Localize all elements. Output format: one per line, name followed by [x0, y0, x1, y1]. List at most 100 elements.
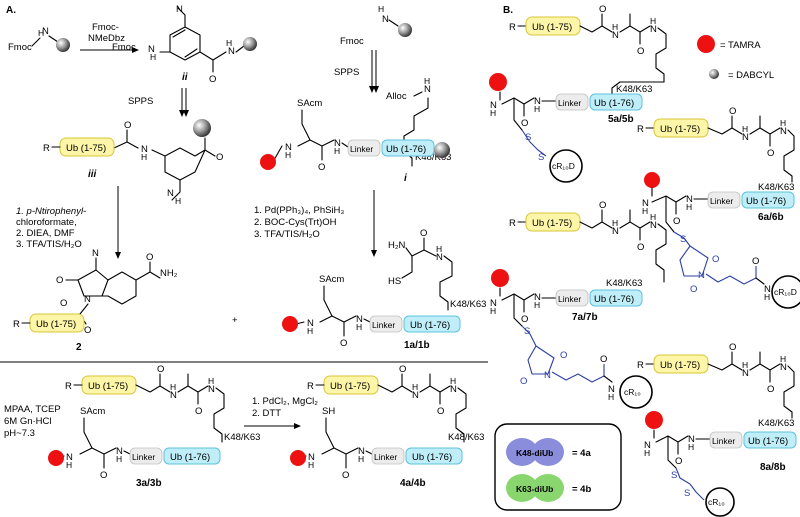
svg-text:Ub (1-75): Ub (1-75): [36, 319, 76, 330]
svg-text:H: H: [141, 152, 147, 162]
svg-text:Linker: Linker: [132, 452, 155, 462]
svg-text:H: H: [612, 218, 618, 228]
svg-text:Fmoc: Fmoc: [340, 36, 364, 47]
svg-text:O: O: [124, 120, 131, 131]
svg-text:H: H: [308, 460, 314, 470]
compound-2-structure: N O N O NH₂ O O Ub (1-75) R 2: [13, 248, 178, 353]
compound-6-label: 6a/6b: [758, 212, 784, 223]
linker-box: [347, 139, 381, 157]
svg-text:H: H: [436, 244, 442, 254]
svg-text:N: N: [698, 270, 705, 281]
svg-text:N: N: [544, 370, 551, 381]
tamra-dot: [644, 172, 660, 188]
svg-text:Linker: Linker: [712, 436, 735, 446]
svg-text:Fmoc: Fmoc: [8, 42, 32, 53]
ub76-box: [589, 289, 643, 307]
svg-text:R: R: [13, 319, 20, 330]
cr10-circle: [549, 149, 583, 183]
svg-text:N: N: [650, 220, 657, 231]
svg-text:Ub (1-75): Ub (1-75): [660, 124, 700, 135]
svg-text:H: H: [644, 448, 650, 458]
compound-1-structure: H₂N O N H K48/K63 HS SAcm O N H N H Link…: [282, 228, 486, 351]
svg-text:O: O: [599, 4, 606, 15]
svg-text:Ub (1-76): Ub (1-76): [748, 436, 788, 447]
linker-box: [129, 447, 163, 465]
svg-text:H: H: [285, 150, 291, 160]
svg-text:N: N: [208, 384, 215, 395]
conditions-step-iii: 1. p-Ntirophenyl- chloroformate, 2. DIEA…: [16, 206, 89, 250]
resin-bead-icon: [434, 142, 450, 158]
svg-text:O: O: [599, 200, 606, 211]
svg-text:H: H: [534, 104, 540, 114]
svg-text:N: N: [228, 46, 235, 57]
svg-text:Ub (1-76): Ub (1-76): [410, 320, 450, 331]
tamra-dot: [260, 154, 276, 170]
svg-text:Alloc: Alloc: [386, 91, 407, 102]
svg-text:Ub (1-76): Ub (1-76): [386, 144, 426, 155]
svg-text:cR₁₀: cR₁₀: [624, 387, 641, 397]
svg-text:N: N: [742, 132, 749, 143]
k48-eq: = 4a: [572, 448, 591, 459]
svg-text:H: H: [742, 124, 748, 134]
svg-text:K48/K63: K48/K63: [448, 432, 484, 443]
svg-text:O: O: [560, 350, 567, 361]
svg-text:O: O: [767, 148, 774, 159]
svg-text:H: H: [642, 206, 648, 216]
reagent-fmoc-nmedbz: Fmoc-NMeDbz: [88, 22, 125, 44]
svg-text:= TAMRA: = TAMRA: [720, 40, 761, 51]
svg-text:S: S: [684, 488, 690, 499]
svg-text:H: H: [490, 306, 496, 316]
resin-bead-icon: [193, 119, 211, 137]
svg-text:N: N: [534, 292, 541, 303]
linker-box: [709, 431, 743, 449]
svg-text:O: O: [209, 74, 216, 85]
tamra-dot: [290, 450, 306, 466]
svg-text:N: N: [148, 44, 155, 55]
svg-text:H: H: [175, 196, 181, 206]
svg-text:H: H: [334, 146, 340, 156]
compound-8-label: 8a/8b: [760, 462, 786, 473]
svg-text:Ub (1-75): Ub (1-75): [330, 381, 370, 392]
svg-text:H: H: [608, 392, 614, 402]
svg-text:O: O: [729, 342, 736, 353]
svg-text:O: O: [521, 314, 528, 325]
linker-box: [555, 93, 589, 111]
svg-text:O: O: [100, 470, 107, 481]
svg-text:Ub (1-75): Ub (1-75): [88, 381, 128, 392]
svg-text:SAcm: SAcm: [80, 406, 105, 417]
svg-text:H: H: [412, 382, 418, 392]
svg-text:Linker: Linker: [350, 144, 373, 154]
ub76-box: [163, 447, 221, 465]
fmoc-resin-top: H N Fmoc: [340, 4, 412, 47]
svg-text:Ub (1-75): Ub (1-75): [532, 218, 572, 229]
svg-text:H: H: [424, 76, 430, 86]
svg-text:S: S: [525, 132, 531, 143]
svg-text:N: N: [612, 226, 619, 237]
svg-text:N: N: [436, 252, 443, 263]
svg-text:N: N: [780, 362, 787, 373]
svg-text:H: H: [650, 16, 656, 26]
conditions-deprotect: 1. PdCl₂, MgCl₂ 2. DTT: [252, 396, 321, 419]
svg-text:N: N: [308, 452, 315, 463]
svg-text:H: H: [226, 38, 232, 48]
svg-text:O: O: [195, 406, 202, 417]
svg-text:H: H: [358, 454, 364, 464]
svg-text:K48/K63: K48/K63: [450, 299, 486, 310]
svg-text:Ub (1-76): Ub (1-76): [170, 452, 210, 463]
linker-box: [371, 447, 405, 465]
ub76-box: [743, 431, 797, 449]
cr10-circle: [705, 487, 735, 517]
svg-text:O: O: [600, 354, 607, 365]
svg-text:N: N: [66, 452, 73, 463]
step-spps-left: SPPS: [128, 96, 153, 107]
svg-text:H: H: [307, 326, 313, 336]
tamra-dot: [489, 73, 507, 91]
compound-1-label: 1a/1b: [404, 340, 430, 351]
svg-text:N: N: [450, 384, 457, 395]
svg-text:R: R: [637, 124, 644, 135]
conditions-ligation: MPAA, TCEP 6M Gn·HCl pH~7.3: [4, 404, 63, 439]
svg-text:S: S: [680, 234, 686, 245]
svg-text:N: N: [688, 434, 695, 445]
plus-sign: +: [232, 315, 238, 326]
